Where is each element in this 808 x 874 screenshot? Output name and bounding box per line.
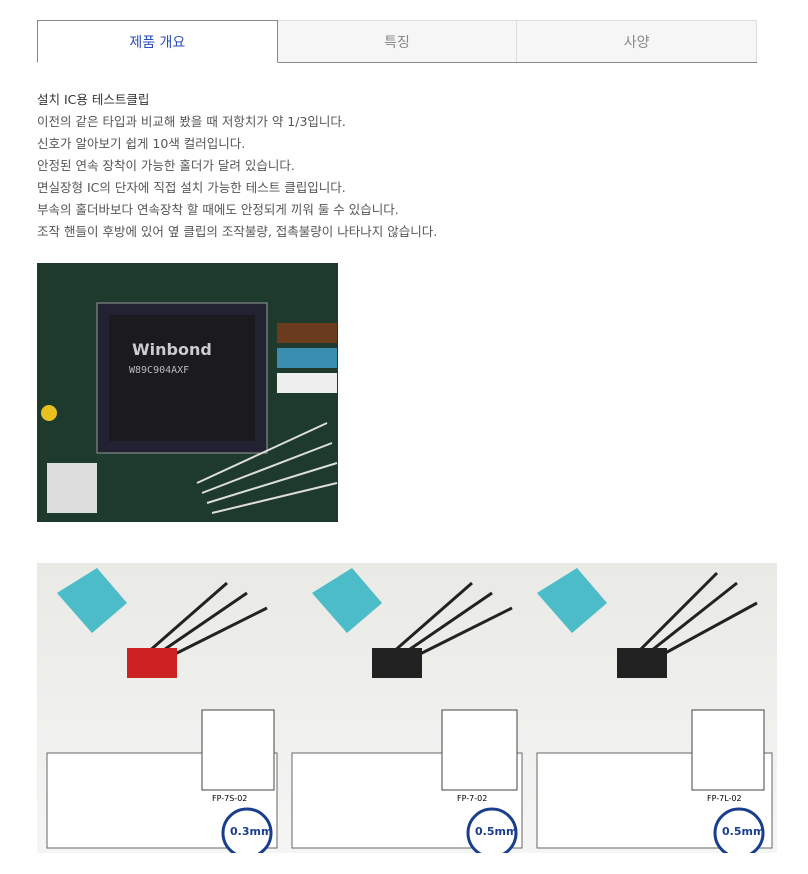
tab-product-overview[interactable]: 제품 개요 xyxy=(37,20,278,63)
pitch-badge: 0.5mm xyxy=(722,825,764,838)
chip-model: W89C904AXF xyxy=(129,365,189,376)
tab-specs[interactable]: 사양 xyxy=(517,20,758,62)
description-line: 조작 핸들이 후방에 있어 옆 클립의 조작불량, 접촉불량이 나타나지 않습니… xyxy=(37,224,438,239)
description-line: 면실장형 IC의 단자에 직접 설치 가능한 테스트 클립입니다. xyxy=(37,180,346,195)
tab-bar: 제품 개요 특징 사양 xyxy=(37,20,758,63)
tab-features[interactable]: 특징 xyxy=(277,20,518,62)
ic-test-clip-photo: Winbond W89C904AXF xyxy=(37,263,338,522)
description-line: 이전의 같은 타입과 비교해 봤을 때 저항치가 약 1/3입니다. xyxy=(37,114,346,129)
description-title: 설치 IC용 테스트클립 xyxy=(37,92,150,107)
description-line: 안정된 연속 장착이 가능한 홀더가 달려 있습니다. xyxy=(37,158,295,173)
description-line: 부속의 홀더바보다 연속장착 할 때에도 안정되게 끼워 둘 수 있습니다. xyxy=(37,202,399,217)
pitch-badge: 0.5mm xyxy=(475,825,517,838)
product-model: FP-7L-02 xyxy=(707,794,742,803)
pitch-badge: 0.3mm xyxy=(230,825,272,838)
product-model: FP-7-02 xyxy=(457,794,487,803)
product-model: FP-7S-02 xyxy=(212,794,247,803)
product-lineup-photo: FP-7S-02 0.3mm FP-7-02 0.5mm FP-7L-02 0.… xyxy=(37,563,777,853)
description-line: 신호가 알아보기 쉽게 10색 컬러입니다. xyxy=(37,136,246,151)
product-description: 설치 IC용 테스트클립 이전의 같은 타입과 비교해 봤을 때 저항치가 약 … xyxy=(37,89,437,243)
chip-brand: Winbond xyxy=(132,340,212,359)
